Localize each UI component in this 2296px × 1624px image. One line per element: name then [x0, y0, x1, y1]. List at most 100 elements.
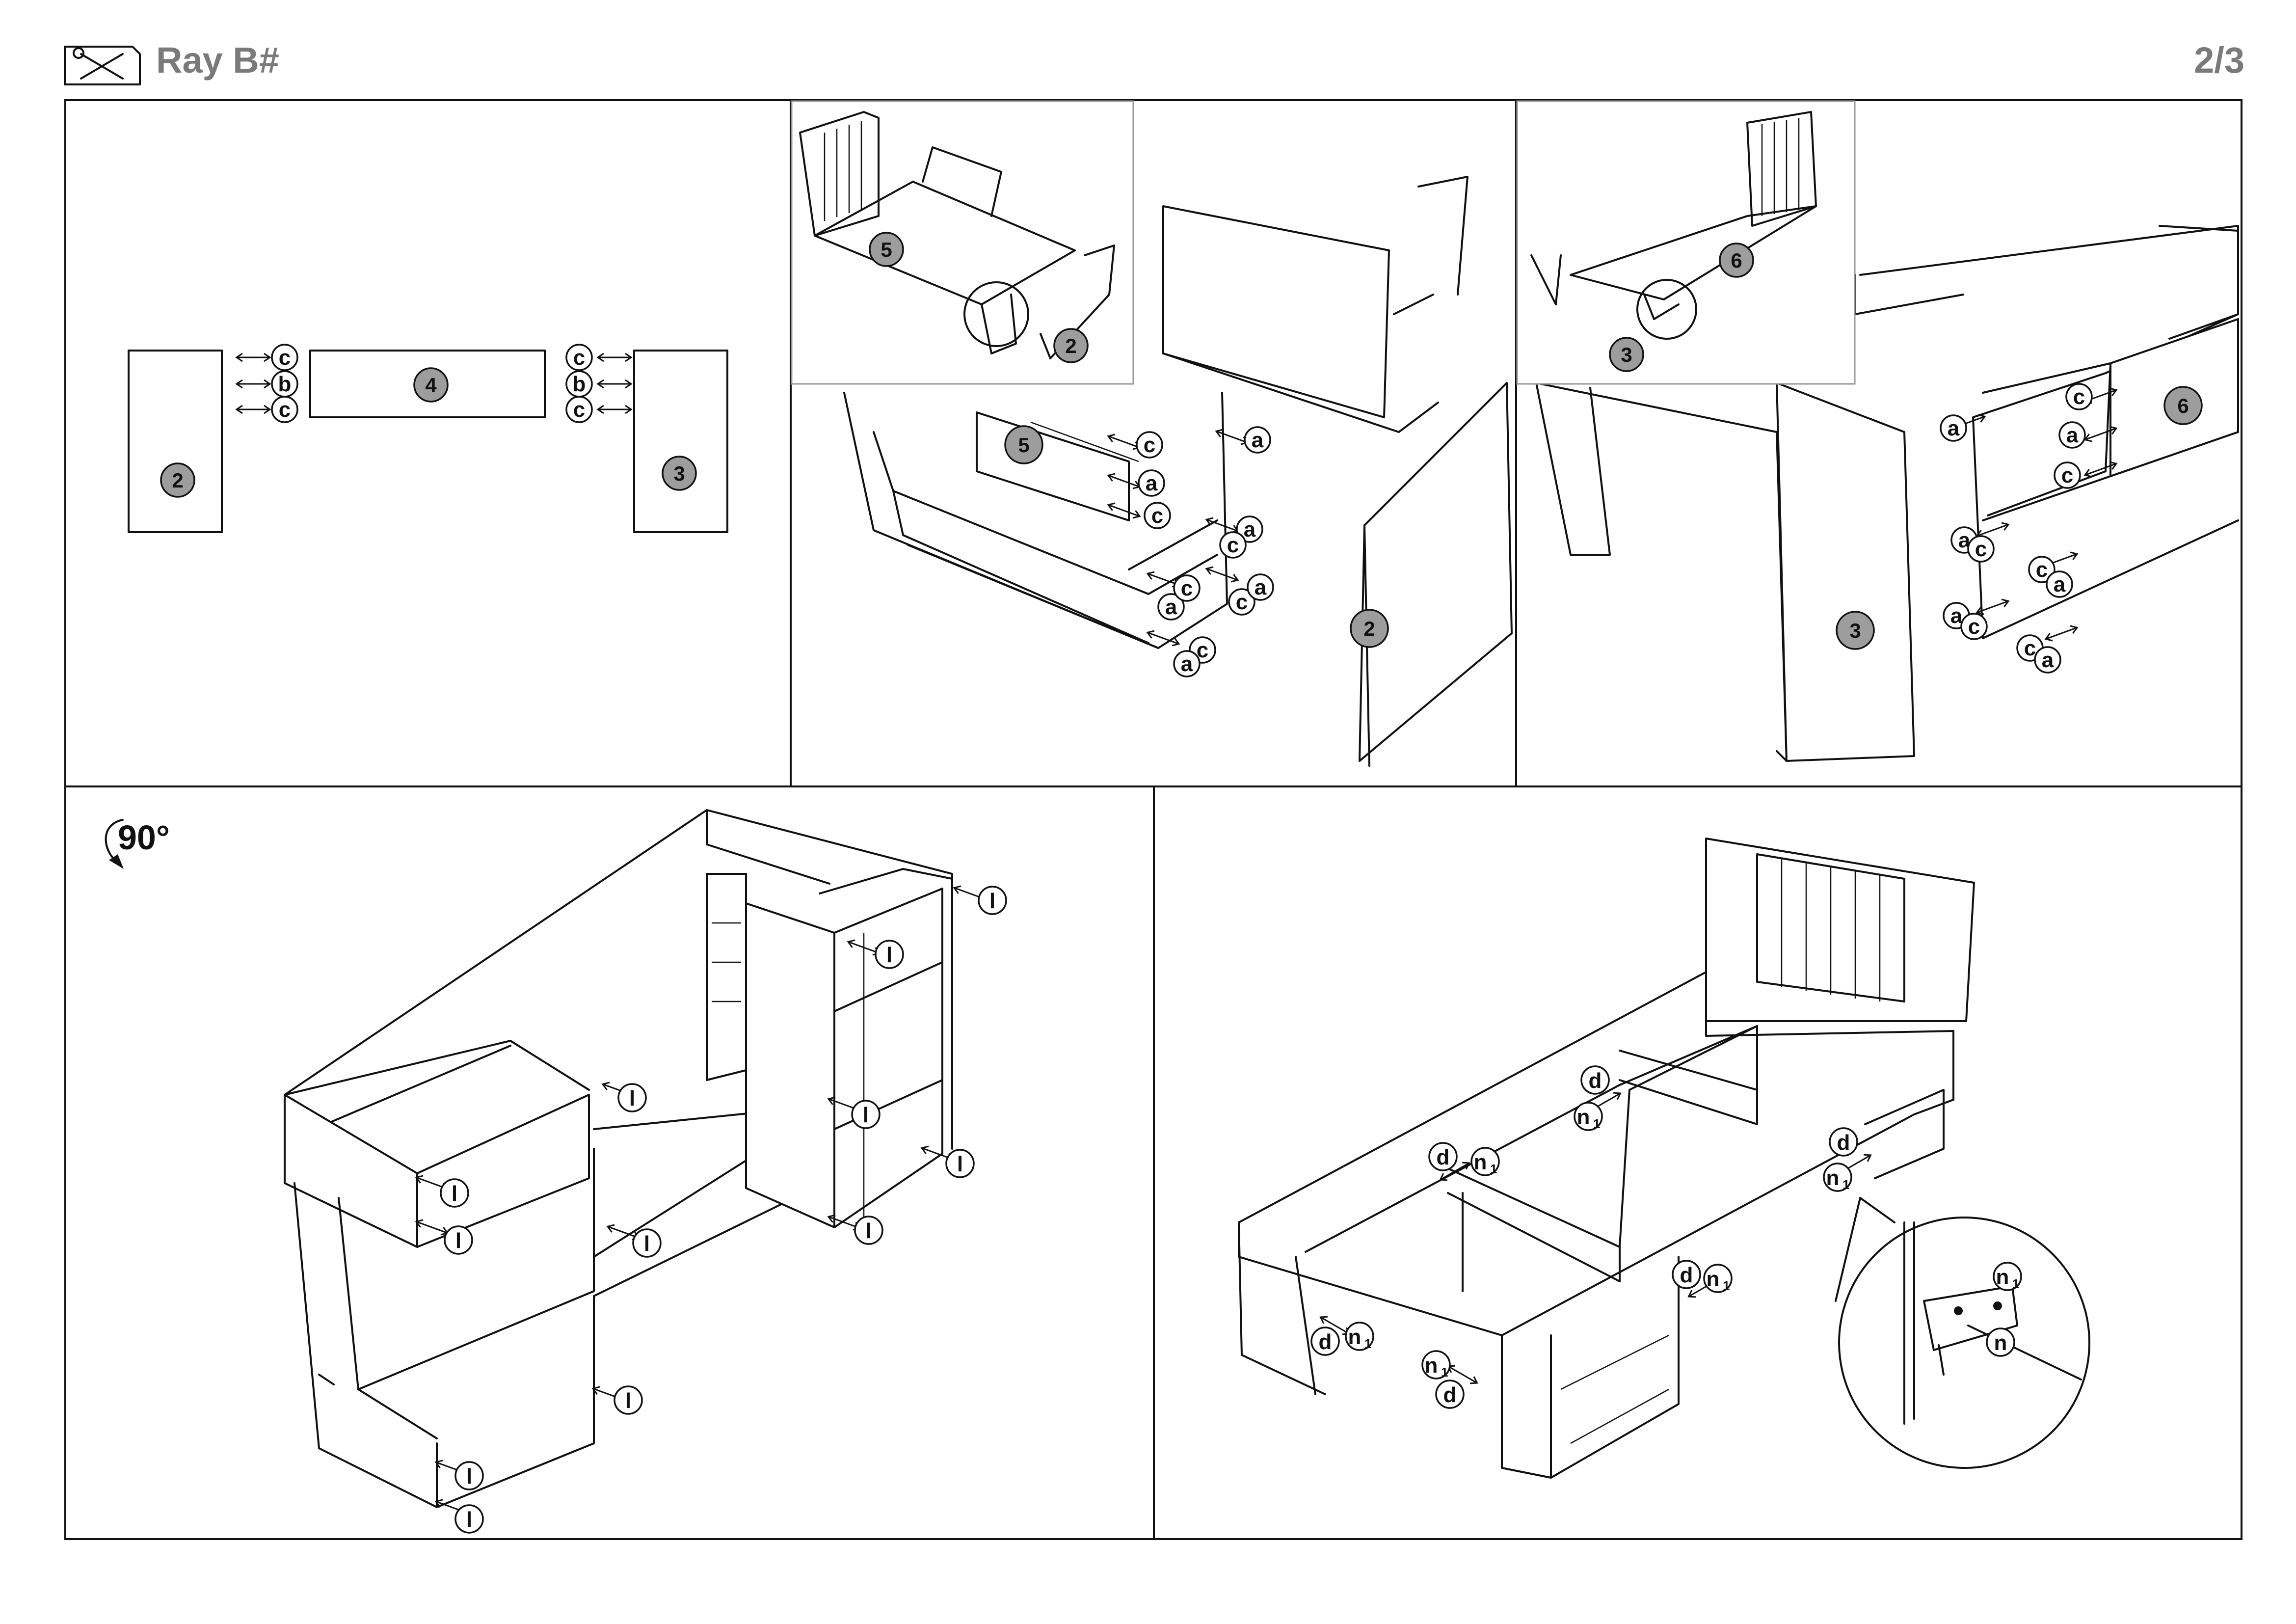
fitting-label: a	[1157, 593, 1185, 621]
fitting-label: a	[1940, 414, 1967, 442]
fitting-label: c	[2054, 461, 2081, 489]
fitting-arrows	[414, 883, 988, 1517]
fitting-label: d	[1310, 1326, 1340, 1356]
panel-2-side	[1359, 382, 1513, 762]
fitting-label: l	[454, 1504, 484, 1534]
svg-text:l: l	[452, 1182, 457, 1206]
svg-text:6: 6	[1731, 249, 1742, 272]
part-badge-2: 2	[1350, 609, 1389, 648]
step-2-diagram: 5 2 5 2 c a c a a c c a a c c a	[791, 100, 1513, 767]
svg-text:n: n	[1474, 1150, 1487, 1174]
svg-text:n: n	[1707, 1267, 1720, 1291]
svg-text:a: a	[1255, 575, 1267, 599]
fitting-label: l	[851, 1100, 881, 1129]
fitting-label: d	[1428, 1142, 1458, 1171]
svg-text:a: a	[2054, 572, 2066, 596]
svg-text:c: c	[1227, 533, 1239, 557]
inset-bed-sketch	[799, 111, 1115, 359]
part-badge-3: 3	[662, 456, 697, 491]
svg-text:a: a	[2042, 648, 2054, 672]
svg-text:n: n	[1348, 1325, 1362, 1349]
step-3-diagram: 6 3 6 3 c a c a a c c a a c c a	[1516, 100, 2239, 762]
svg-text:1: 1	[2012, 1276, 2019, 1291]
panel-5-back	[976, 411, 1130, 521]
page-title: Ray B#	[156, 40, 279, 81]
svg-text:b: b	[573, 372, 586, 396]
svg-text:a: a	[1252, 428, 1264, 452]
part-badge-2: 2	[160, 462, 195, 498]
svg-text:a: a	[1181, 652, 1193, 676]
panel-3-side	[1776, 382, 1915, 762]
part-badge-5-inset: 5	[869, 232, 904, 267]
svg-text:c: c	[2073, 385, 2085, 409]
svg-text:3: 3	[1849, 619, 1861, 642]
fitting-label: c	[1967, 535, 1995, 563]
svg-text:a: a	[1165, 595, 1177, 619]
svg-text:c: c	[1151, 504, 1163, 528]
fitting-label: a	[1236, 515, 1263, 543]
fitting-label: b	[565, 370, 593, 398]
fitting-label: l	[444, 1225, 473, 1255]
fitting-label: a	[2034, 646, 2061, 674]
svg-text:n: n	[1826, 1166, 1840, 1190]
svg-text:a: a	[2066, 423, 2079, 447]
fitting-label: l	[854, 1216, 883, 1245]
part-badge-6: 6	[2163, 386, 2203, 425]
fitting-label: c	[1960, 613, 1988, 640]
svg-text:1: 1	[1593, 1116, 1600, 1131]
svg-text:d: d	[1589, 1069, 1602, 1093]
svg-text:d: d	[1837, 1131, 1850, 1155]
svg-text:l: l	[644, 1232, 650, 1256]
svg-text:c: c	[1236, 590, 1248, 614]
tools-icon	[64, 46, 141, 85]
fitting-label: c	[2065, 383, 2093, 410]
svg-text:l: l	[625, 1389, 631, 1413]
fitting-label: l	[617, 1083, 647, 1112]
part-badge-3: 3	[1836, 611, 1875, 650]
svg-text:3: 3	[673, 462, 685, 485]
svg-text:c: c	[279, 346, 291, 370]
svg-text:n: n	[1577, 1105, 1590, 1129]
svg-text:1: 1	[1842, 1177, 1849, 1192]
svg-text:2: 2	[172, 469, 183, 492]
fitting-label: d	[1672, 1260, 1701, 1289]
svg-text:c: c	[1144, 433, 1155, 457]
svg-text:d: d	[1319, 1330, 1332, 1354]
fitting-label: c	[1173, 574, 1201, 602]
svg-text:a: a	[1948, 416, 1960, 440]
fitting-label: d	[1580, 1065, 1610, 1095]
svg-text:1: 1	[1364, 1336, 1371, 1351]
fitting-label: l	[945, 1149, 975, 1178]
svg-text:n: n	[1994, 1331, 2007, 1355]
fitting-label: a	[2046, 570, 2073, 598]
svg-text:2: 2	[1363, 617, 1375, 640]
fitting-label: a	[2058, 421, 2086, 449]
fitting-label: c	[565, 344, 593, 371]
fitting-label: l	[440, 1178, 469, 1208]
panel-frames	[64, 99, 2243, 1540]
svg-text:l: l	[863, 1103, 869, 1127]
svg-text:l: l	[629, 1086, 635, 1110]
fitting-label: c	[565, 396, 593, 423]
svg-text:l: l	[466, 1464, 472, 1489]
fitting-label: c	[271, 396, 298, 423]
svg-text:5: 5	[881, 238, 892, 261]
svg-text:d: d	[1443, 1383, 1457, 1407]
svg-text:c: c	[279, 398, 291, 422]
svg-text:1: 1	[1490, 1162, 1497, 1176]
svg-text:a: a	[1950, 604, 1963, 628]
fitting-label: a	[1173, 650, 1201, 677]
svg-text:1: 1	[1441, 1365, 1448, 1380]
fitting-label: c	[271, 344, 298, 371]
svg-text:c: c	[1181, 576, 1193, 600]
fitting-label: l	[875, 940, 904, 969]
inset-bed-sketch-2	[1530, 111, 1817, 340]
svg-text:c: c	[1968, 615, 1980, 639]
svg-text:c: c	[2024, 636, 2036, 660]
